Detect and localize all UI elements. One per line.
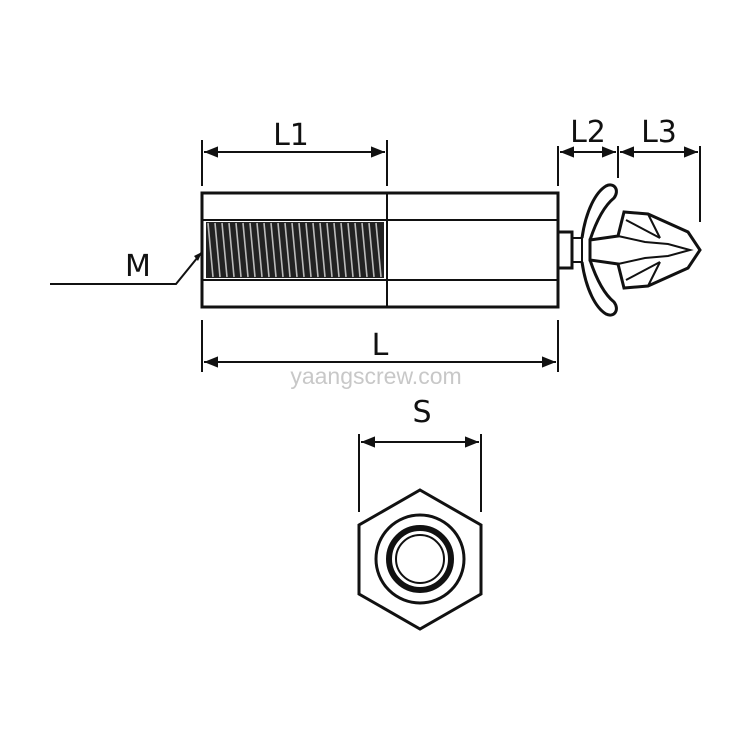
- thread-crest-line: [221, 222, 228, 278]
- clip-neck: [556, 230, 574, 270]
- thread-crest-line: [319, 222, 326, 278]
- clip-head-slot-upper: [647, 213, 661, 239]
- thread-crest-line: [333, 222, 340, 278]
- L1-label: L1: [273, 118, 309, 153]
- bore-thread-ring: [386, 525, 454, 593]
- clip-head: [588, 210, 702, 290]
- thread-crest-line: [214, 222, 221, 278]
- thread-crest-line: [368, 222, 375, 278]
- thread-crest-line: [375, 222, 382, 278]
- standoff-end-view: [357, 488, 483, 631]
- bore-outer-circle: [374, 513, 466, 605]
- clip-wing-lower: [580, 259, 618, 317]
- thread-crest-line: [305, 222, 312, 278]
- thread-crest-line: [249, 222, 256, 278]
- clip-head-inner: [617, 235, 694, 265]
- thread-crest-line: [361, 222, 368, 278]
- clip-wing-upper: [580, 183, 618, 241]
- dimension-L: L: [201, 320, 559, 372]
- dimension-S: S: [358, 395, 482, 512]
- thread-crest-line: [326, 222, 333, 278]
- clip-collar: [571, 237, 583, 263]
- L-label: L: [372, 328, 389, 363]
- thread-crest-line: [284, 222, 291, 278]
- clip-head-slot-lower: [647, 261, 661, 287]
- dimension-L2-L3: L2 L3: [557, 115, 701, 222]
- L2-label: L2: [570, 115, 606, 150]
- clip-head-rib-upper: [625, 219, 661, 239]
- thread-crest-line: [228, 222, 235, 278]
- dimension-L1: L1: [201, 118, 388, 186]
- hex-outline: [357, 488, 483, 631]
- S-label: S: [412, 395, 431, 430]
- thread-crest-line: [277, 222, 284, 278]
- internal-thread: [206, 222, 384, 278]
- thread-crest-line: [291, 222, 298, 278]
- thread-crest-line: [270, 222, 277, 278]
- thread-crest-line: [256, 222, 263, 278]
- thread-crest-line: [298, 222, 305, 278]
- L3-label: L3: [641, 115, 677, 150]
- standoff-side-view: [200, 191, 560, 309]
- thread-crest-line: [235, 222, 242, 278]
- thread-crest-line: [347, 222, 354, 278]
- thread-crest-line: [263, 222, 270, 278]
- M-label: M: [125, 249, 151, 284]
- M-leader-arrow: [194, 252, 202, 261]
- thread-crest-line: [242, 222, 249, 278]
- clip-head-rib-lower: [625, 261, 661, 281]
- thread-crest-line: [354, 222, 361, 278]
- M-leader-line: [50, 251, 203, 285]
- bore-inner-circle: [395, 534, 445, 584]
- watermark: yaangscrew.com: [290, 363, 461, 389]
- thread-crest-line: [312, 222, 319, 278]
- snap-in-clip: [556, 183, 702, 317]
- thread-crest-line: [340, 222, 347, 278]
- thread-crest-line: [207, 222, 214, 278]
- dimension-M: M: [50, 249, 203, 285]
